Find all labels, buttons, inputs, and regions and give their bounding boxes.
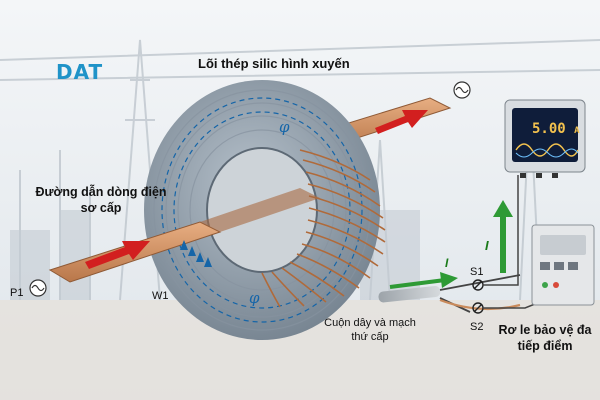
meter-reading: 5.00 A [532,121,580,137]
secondary-current-symbol: I [485,238,489,253]
meter-unit: A [574,126,580,136]
secondary-current-arrows [389,200,513,289]
primary-current-arrow-right [375,110,428,134]
ac-source-icon [29,81,471,297]
flux-symbol-bottom: φ [249,289,260,307]
s1-wire [483,175,519,286]
relay-icon [531,224,595,306]
w1-label: W1 [152,290,169,302]
secondary-winding-label: Cuộn dây và mạch thứ cấp [324,317,416,343]
relay-label: Rơ le bảo vệ đa tiếp điểm [498,323,592,353]
primary-current-arrow-left [85,241,150,269]
diagram-title: Lõi thép silic hình xuyến [198,56,350,71]
busbar-middle [200,188,320,232]
meter-value: 5.00 [532,121,566,137]
cable-current-symbol: I [445,256,449,270]
s1-label: S1 [470,266,484,278]
brand-logo: DAT [56,60,104,84]
p1-label: P1 [10,287,24,299]
primary-conductor-label: Đường dẫn dòng điện sơ cấp [35,185,167,215]
s2-label: S2 [470,321,484,333]
meter-icon [504,99,586,178]
flux-symbol-top: φ [279,118,290,136]
flux-arrows [180,240,212,267]
secondary-winding [261,149,386,308]
